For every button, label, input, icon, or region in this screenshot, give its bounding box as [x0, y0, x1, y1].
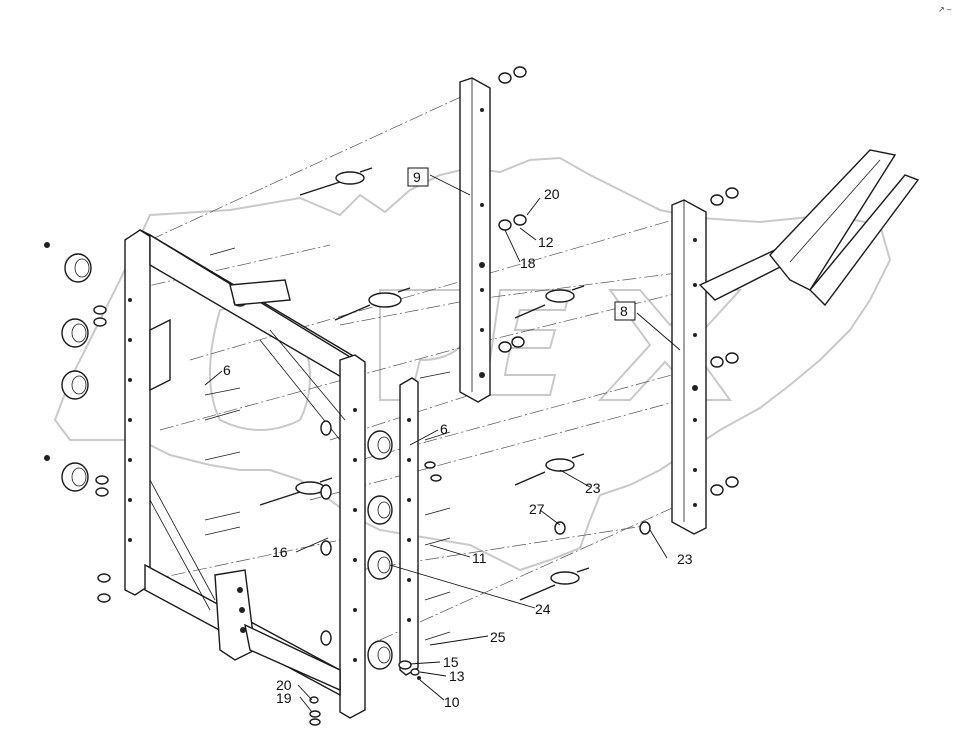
callout-16: 16	[272, 544, 288, 560]
callout-10: 10	[444, 694, 460, 710]
callout-23-upper: 23	[585, 480, 601, 496]
right-arm	[698, 149, 920, 307]
callout-27: 27	[529, 501, 545, 517]
callout-labels: 9 8 20 12 18 6 6 23 27 23 16 11 24 25 15…	[223, 167, 693, 710]
right-bolts	[514, 453, 651, 601]
callout-box-8	[614, 301, 636, 321]
bottom-fasteners	[309, 660, 421, 726]
callout-8: 8	[620, 303, 628, 319]
callout-19: 19	[276, 690, 292, 706]
upright-9	[334, 66, 585, 403]
callout-25: 25	[490, 629, 506, 645]
callout-6-middle: 6	[440, 421, 448, 437]
callout-9: 9	[413, 169, 421, 185]
callout-20-top: 20	[544, 186, 560, 202]
callout-12: 12	[538, 234, 554, 250]
callout-6-left: 6	[223, 362, 231, 378]
callout-box-9	[407, 167, 429, 187]
callout-leaders	[204, 174, 681, 713]
middle-rollers	[320, 420, 393, 670]
callout-11: 11	[472, 550, 487, 566]
frame-bolts	[204, 167, 373, 536]
middle-plate	[399, 371, 451, 676]
corner-mark: ↗ –	[938, 5, 952, 14]
callout-23-lower: 23	[677, 551, 693, 567]
callout-20-bottom: 20	[276, 677, 292, 693]
left-rollers	[44, 242, 111, 603]
upright-8	[671, 187, 739, 535]
callout-13: 13	[449, 668, 465, 684]
callout-24: 24	[535, 601, 551, 617]
callout-15: 15	[443, 654, 459, 670]
main-frame	[124, 229, 366, 719]
callout-18: 18	[520, 255, 536, 271]
